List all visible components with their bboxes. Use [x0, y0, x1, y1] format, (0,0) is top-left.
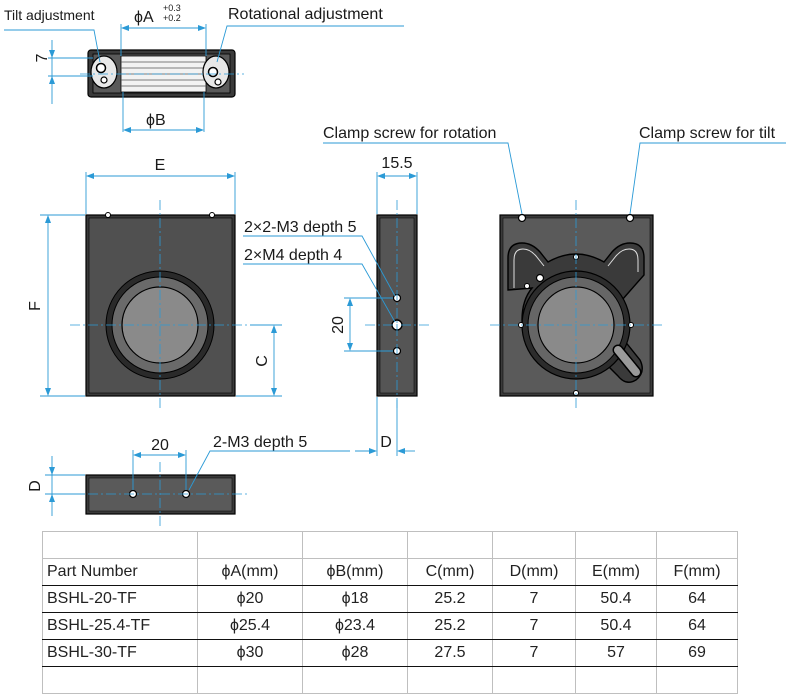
phi-b-label: ϕB [146, 112, 166, 129]
holes-bottom-label: 2-M3 depth 5 [213, 434, 307, 451]
spec-table: Part Number ϕA(mm) ϕB(mm) C(mm) D(mm) E(… [42, 531, 738, 694]
tilt-adjustment-label: Tilt adjustment [4, 7, 95, 23]
cell-phi-a: ϕ25.4 [197, 612, 303, 640]
col-f: F(mm) [656, 558, 738, 586]
front-view [40, 172, 282, 410]
cell-c: 25.2 [407, 612, 493, 640]
dim-20-bottom-label: 20 [151, 437, 169, 454]
cell-e: 50.4 [575, 585, 657, 613]
phi-a-label: ϕA [134, 9, 154, 26]
cell-f: 69 [656, 639, 738, 667]
technical-drawing: Tilt adjustment Rotational adjustment ϕA… [4, 3, 786, 526]
dim-e-label: E [155, 157, 166, 174]
back-view [323, 142, 786, 410]
side-view [243, 172, 430, 456]
cell-f: 64 [656, 585, 738, 613]
cell-phi-b: ϕ23.4 [302, 612, 408, 640]
clamp-rotation-label: Clamp screw for rotation [323, 125, 496, 142]
col-phi-a: ϕA(mm) [197, 558, 303, 586]
table-header-row: Part Number ϕA(mm) ϕB(mm) C(mm) D(mm) E(… [42, 558, 738, 586]
col-part-number: Part Number [42, 558, 198, 586]
col-c: C(mm) [407, 558, 493, 586]
cell-f: 64 [656, 612, 738, 640]
dim-15-5-label: 15.5 [381, 155, 412, 172]
cell-phi-b: ϕ18 [302, 585, 408, 613]
table-row: BSHL-20-TF ϕ20 ϕ18 25.2 7 50.4 64 [42, 585, 738, 613]
cell-phi-a: ϕ30 [197, 639, 303, 667]
col-d: D(mm) [492, 558, 576, 586]
tilt-screw-icon [95, 62, 107, 74]
cell-part-number: BSHL-25.4-TF [42, 612, 198, 640]
col-phi-b: ϕB(mm) [302, 558, 408, 586]
cell-d: 7 [492, 612, 576, 640]
dim-c-label: C [254, 355, 271, 367]
dim-d-side-label: D [380, 434, 392, 451]
bottom-view [45, 450, 350, 526]
cell-part-number: BSHL-30-TF [42, 639, 198, 667]
clamp-tilt-label: Clamp screw for tilt [639, 125, 776, 142]
phi-a-tol-upper: +0.3 [163, 3, 181, 13]
cell-c: 25.2 [407, 585, 493, 613]
cell-c: 27.5 [407, 639, 493, 667]
cell-d: 7 [492, 639, 576, 667]
dim-7-label: 7 [34, 53, 51, 62]
rotational-adjustment-label: Rotational adjustment [228, 6, 383, 23]
dim-20-side-label: 20 [330, 316, 347, 334]
table-spacer-row [42, 666, 738, 694]
holes-m3-label: 2×2-M3 depth 5 [244, 219, 357, 236]
table-row: BSHL-25.4-TF ϕ25.4 ϕ23.4 25.2 7 50.4 64 [42, 612, 738, 640]
rotation-screw-icon [207, 66, 219, 78]
cell-d: 7 [492, 585, 576, 613]
cell-e: 50.4 [575, 612, 657, 640]
dim-f-label: F [27, 301, 44, 311]
table-row: BSHL-30-TF ϕ30 ϕ28 27.5 7 57 69 [42, 639, 738, 667]
cell-phi-b: ϕ28 [302, 639, 408, 667]
cell-phi-a: ϕ20 [197, 585, 303, 613]
holes-m4-label: 2×M4 depth 4 [244, 247, 342, 264]
dim-d-bottom-label: D [27, 480, 44, 492]
top-view [4, 24, 404, 133]
cell-e: 57 [575, 639, 657, 667]
cell-part-number: BSHL-20-TF [42, 585, 198, 613]
table-spacer-row [42, 531, 738, 559]
phi-a-tol-lower: +0.2 [163, 13, 181, 23]
col-e: E(mm) [575, 558, 657, 586]
